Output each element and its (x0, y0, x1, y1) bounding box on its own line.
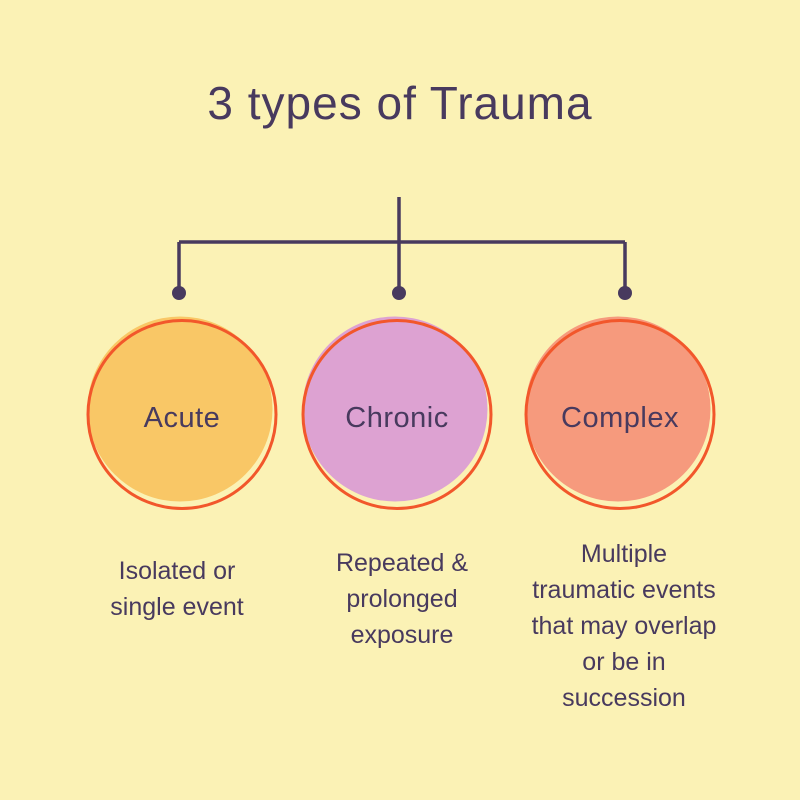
connector-lines (177, 197, 627, 293)
node-desc-complex: Multiple traumatic events that may overl… (494, 536, 754, 716)
branch-dot-complex (618, 286, 632, 300)
circle-ring-complex (524, 319, 716, 510)
circle-fill-complex (525, 316, 711, 502)
desc-line: that may overlap (531, 612, 717, 640)
branch-dot-acute (172, 286, 186, 300)
desc-line: single event (110, 593, 244, 621)
desc-line: exposure (350, 621, 454, 649)
node-desc-chronic: Repeated & prolonged exposure (272, 545, 532, 653)
circle-ring-chronic (301, 319, 493, 510)
node-label-complex: Complex (561, 402, 679, 434)
desc-line: prolonged (346, 585, 458, 613)
node-label-chronic: Chronic (345, 402, 449, 434)
desc-line: Isolated or (118, 557, 236, 585)
desc-line: succession (562, 684, 686, 712)
circle-fill-chronic (302, 316, 488, 502)
branch-dot-chronic (392, 286, 406, 300)
desc-line: Repeated & (335, 549, 469, 577)
circle-fill-acute (87, 316, 273, 502)
desc-line: Multiple (580, 540, 668, 568)
desc-line: or be in (582, 648, 666, 676)
desc-line: traumatic events (532, 576, 716, 604)
circle-ring-acute (86, 319, 278, 510)
node-desc-acute: Isolated or single event (47, 553, 307, 625)
page-title: 3 types of Trauma (207, 77, 593, 129)
node-label-acute: Acute (143, 402, 221, 434)
